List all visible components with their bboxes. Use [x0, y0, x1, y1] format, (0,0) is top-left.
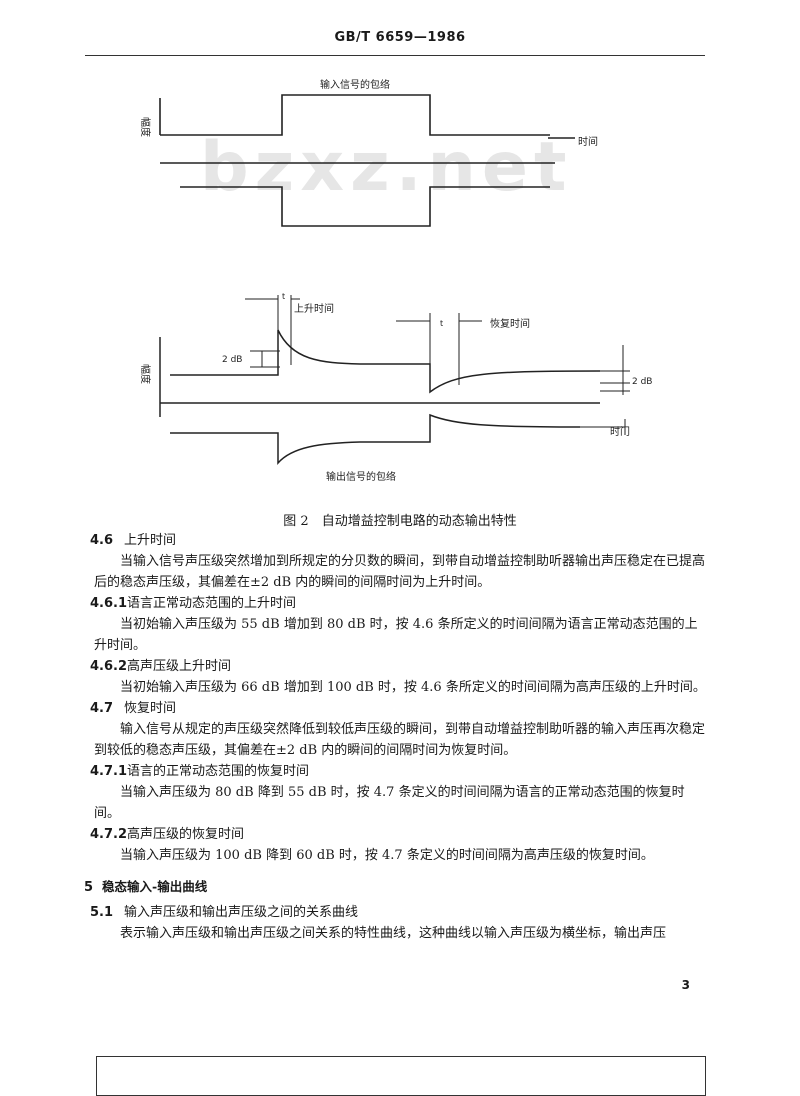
section-heading-4-7: 4.7 恢复时间: [90, 698, 710, 719]
recovery-time-label: 恢复时间: [490, 317, 530, 330]
section-heading-4-7-1: 4.7.1语言的正常动态范围的恢复时间: [90, 761, 710, 782]
input-envelope-label: 输入信号的包络: [320, 78, 390, 91]
2db-left-label: 2 dB: [222, 355, 242, 365]
header-rule: [85, 55, 705, 56]
paragraph: 当初始输入声压级为 66 dB 增加到 100 dB 时，按 4.6 条所定义的…: [120, 680, 706, 695]
section-title: 语言正常动态范围的上升时间: [127, 596, 297, 611]
section-heading-4-7-2: 4.7.2高声压级的恢复时间: [90, 824, 710, 845]
amplitude-label: 幅度: [139, 364, 152, 384]
paragraph: 当输入声压级为 80 dB 降到 55 dB 时，按 4.7 条定义的时间间隔为…: [94, 785, 685, 821]
section-number: 4.6: [90, 533, 114, 548]
output-envelope-label: 输出信号的包络: [326, 470, 396, 483]
section-number: 4.6.2: [90, 659, 128, 674]
input-envelope-upper: [160, 94, 550, 136]
body-text: 4.6 上升时间 当输入信号声压级突然增加到所规定的分贝数的瞬间，到带自动增益控制…: [84, 530, 710, 944]
amplitude-label: 幅度: [139, 117, 152, 137]
section-number: 4.7: [90, 701, 114, 716]
section-number: 4.6.1: [90, 596, 128, 611]
section-number: 4.7.1: [90, 764, 128, 779]
section-title: 输入声压级和输出声压级之间的关系曲线: [124, 905, 359, 920]
section-title: 稳态输入-输出曲线: [102, 879, 208, 894]
section-title: 语言的正常动态范围的恢复时间: [127, 764, 310, 779]
watermark: bzxz.net: [200, 128, 573, 207]
paragraph: 当初始输入声压级为 55 dB 增加到 80 dB 时，按 4.6 条所定义的时…: [94, 617, 698, 653]
section-number: 5: [84, 880, 94, 895]
section-title: 高声压级的恢复时间: [127, 827, 245, 842]
time-label: 时间: [578, 135, 598, 148]
rise-t-label: t: [282, 292, 285, 301]
section-title: 上升时间: [124, 533, 177, 548]
paragraph: 输入信号从规定的声压级突然降低到较低声压级的瞬间，到带自动增益控制助听器的输入声…: [94, 722, 706, 758]
figure-output-envelope: t 上升时间 t 恢复时间 2 dB 2 dB 幅度 时门 输出信号的包络: [139, 292, 652, 483]
bottom-frame: [96, 1056, 706, 1096]
section-heading-4-6-2: 4.6.2高声压级上升时间: [90, 656, 710, 677]
section-heading-5: 5 稳态输入-输出曲线: [84, 876, 710, 898]
output-envelope-lower: [170, 413, 581, 465]
figure-caption: 图 2 自动增益控制电路的动态输出特性: [283, 514, 517, 529]
figure-input-envelope: 输入信号的包络 幅度 时间: [139, 78, 598, 227]
time-label: 时门: [610, 425, 630, 438]
rise-time-label: 上升时间: [294, 302, 334, 315]
section-heading-5-1: 5.1 输入声压级和输出声压级之间的关系曲线: [90, 902, 710, 923]
section-number: 5.1: [90, 905, 114, 920]
2db-right-label: 2 dB: [632, 377, 652, 387]
paragraph: 当输入声压级为 100 dB 降到 60 dB 时，按 4.7 条定义的时间间隔…: [120, 848, 654, 863]
paragraph: 当输入信号声压级突然增加到所规定的分贝数的瞬间，到带自动增益控制助听器输出声压稳…: [94, 554, 706, 590]
section-number: 4.7.2: [90, 827, 128, 842]
input-envelope-lower: [180, 186, 550, 227]
section-title: 高声压级上升时间: [127, 659, 232, 674]
section-heading-4-6: 4.6 上升时间: [90, 530, 710, 551]
paragraph: 表示输入声压级和输出声压级之间关系的特性曲线，这种曲线以输入声压级为横坐标，输出…: [120, 926, 667, 941]
section-title: 恢复时间: [124, 701, 177, 716]
recovery-t-label: t: [440, 319, 443, 328]
document-header: GB/T 6659—1986: [334, 30, 466, 45]
page-number: 3: [681, 978, 690, 992]
section-heading-4-6-1: 4.6.1语言正常动态范围的上升时间: [90, 593, 710, 614]
